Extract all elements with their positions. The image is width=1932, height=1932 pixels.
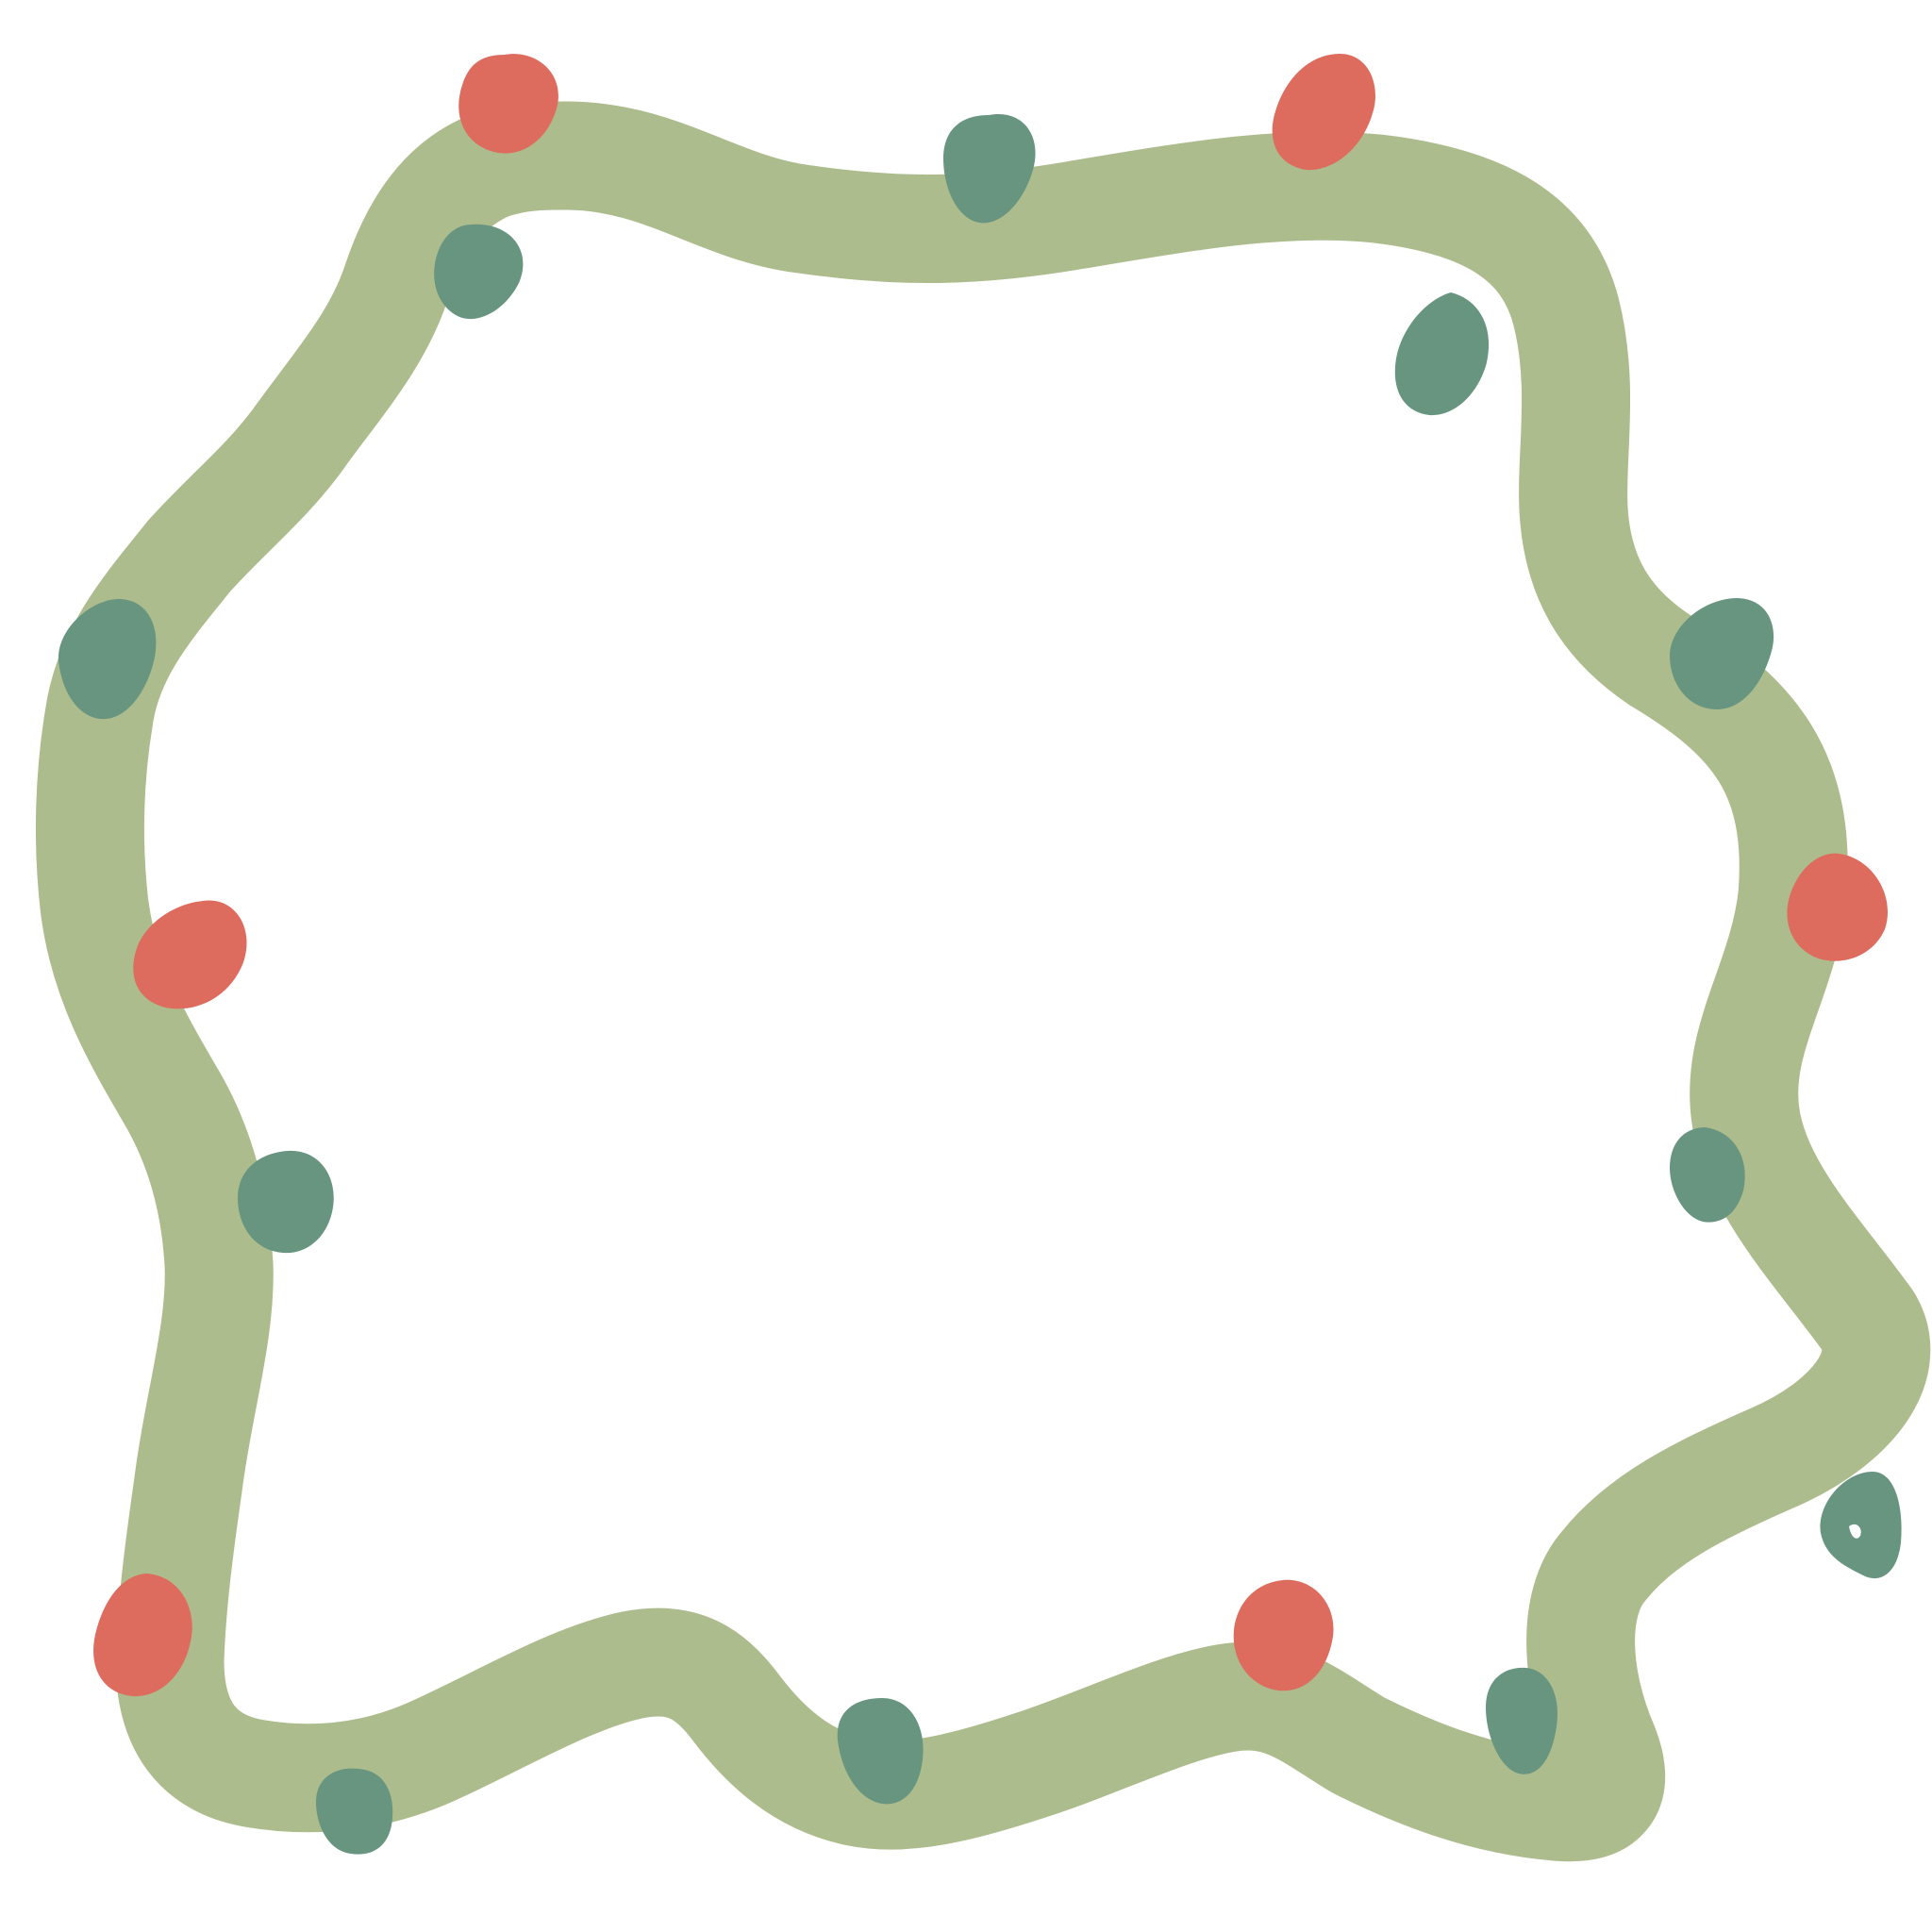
leaf xyxy=(316,1768,393,1855)
leaves xyxy=(58,113,1902,1855)
leaf xyxy=(1394,292,1490,416)
leaf xyxy=(434,224,524,320)
leaf xyxy=(837,1698,924,1805)
leaf xyxy=(943,113,1036,224)
leaf xyxy=(1670,598,1774,709)
leaf xyxy=(58,599,157,720)
berry xyxy=(93,1574,192,1697)
berry xyxy=(1787,853,1889,961)
leaf xyxy=(238,1150,334,1254)
leaf xyxy=(1849,1524,1861,1539)
berry xyxy=(1272,53,1375,171)
leaf xyxy=(1486,1667,1557,1774)
berries xyxy=(93,53,1889,1697)
berry xyxy=(133,900,247,1009)
leaf xyxy=(1670,1127,1745,1223)
berry xyxy=(1233,1579,1334,1691)
wreath-ring xyxy=(35,101,1931,1862)
berry xyxy=(458,54,558,154)
leaf xyxy=(1820,1472,1902,1579)
